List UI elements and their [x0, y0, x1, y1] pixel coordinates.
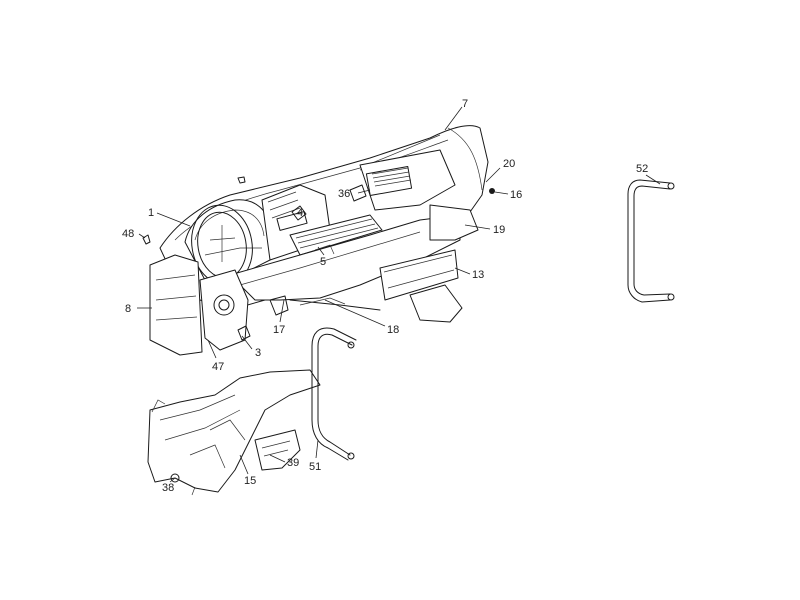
- callout-16: 16: [510, 189, 522, 201]
- tube-bracket-51: [311, 327, 357, 461]
- left-end-panel: [149, 254, 251, 356]
- callout-17: 17: [273, 324, 285, 336]
- callout-labels: 1 48 8 47 3 17 18 7 20 16 19 13 5 36 4 1…: [122, 98, 648, 494]
- lower-duct-assembly: [147, 369, 321, 496]
- callout-18: 18: [387, 324, 399, 336]
- callout-20: 20: [503, 158, 515, 170]
- callout-51: 51: [309, 461, 321, 473]
- callout-3: 3: [255, 347, 261, 359]
- callout-5: 5: [320, 256, 326, 268]
- callout-36: 36: [338, 188, 350, 200]
- callout-39: 39: [287, 457, 299, 469]
- callout-38: 38: [162, 482, 174, 494]
- callout-8: 8: [125, 303, 131, 315]
- callout-1: 1: [148, 207, 154, 219]
- callout-47: 47: [212, 361, 224, 373]
- callout-4: 4: [297, 207, 303, 219]
- leader-lines: [137, 106, 661, 483]
- callout-7: 7: [462, 98, 468, 110]
- callout-48: 48: [122, 228, 134, 240]
- callout-52: 52: [636, 163, 648, 175]
- callout-13: 13: [472, 269, 484, 281]
- callout-19: 19: [493, 224, 505, 236]
- callout-15: 15: [244, 475, 256, 487]
- tube-bracket-52: [627, 179, 675, 303]
- dashboard-assembly: [142, 125, 495, 323]
